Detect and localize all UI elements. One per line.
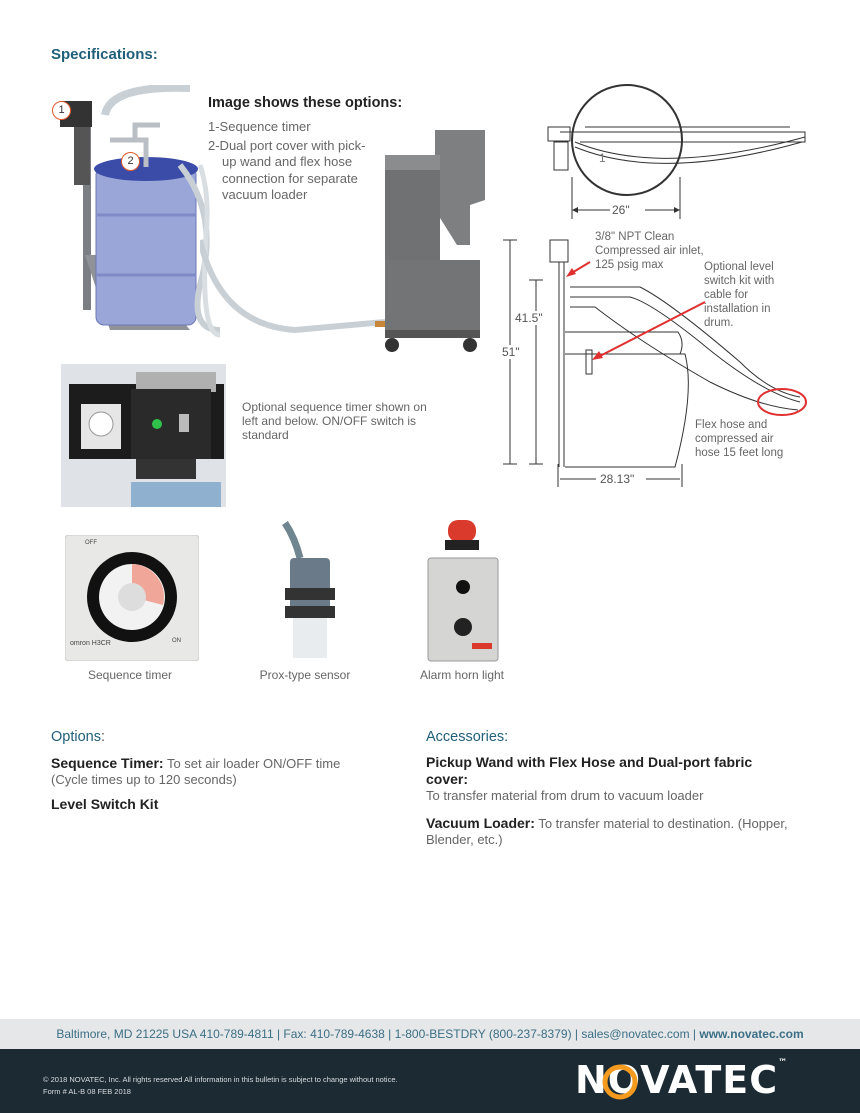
flex-hose-note: Flex hose and compressed air hose 15 fee… <box>695 419 784 459</box>
timer-note: Optional sequence timer shown on left an… <box>242 400 427 442</box>
image-option-1: 1-Sequence timer <box>208 119 311 134</box>
drum-photo <box>60 85 220 338</box>
marker-1: 1 <box>52 101 71 120</box>
options-heading: Options: <box>51 729 106 745</box>
option-sequence-timer: Sequence Timer: To set air loader ON/OFF… <box>51 755 341 787</box>
website-link[interactable]: www.novatec.com <box>699 1027 804 1041</box>
timer-off-label: OFF <box>85 540 97 546</box>
timer-control-box-photo <box>61 364 226 507</box>
image-options-title: Image shows these options: <box>208 95 403 111</box>
accessories-heading: Accessories: <box>426 729 509 745</box>
dim-width-top: 26" <box>612 203 630 217</box>
alarm-horn-light-image <box>427 520 499 662</box>
diagram-marker-1: 1 <box>599 151 606 165</box>
timer-brand: omron H3CR <box>70 640 111 647</box>
caption-prox-sensor: Prox-type sensor <box>259 668 351 682</box>
accessory-vacuum-loader: Vacuum Loader: To transfer material to d… <box>426 815 788 847</box>
accessory-pickup-wand: Pickup Wand with Flex Hose and Dual-port… <box>426 754 753 803</box>
image-option-2: 2-Dual port cover with pick-up wand and … <box>208 137 366 203</box>
footer-dark-band <box>0 1049 860 1113</box>
prox-sensor-image <box>282 521 335 658</box>
image-options-list: 1-Sequence timer 2-Dual port cover with … <box>208 119 378 206</box>
footer-copyright: © 2018 NOVATEC, Inc. All rights reserved… <box>43 1075 398 1096</box>
top-view-diagram <box>547 84 806 219</box>
timer-on-label: ON <box>172 638 181 644</box>
logo-sun-icon <box>602 1064 638 1100</box>
dim-width-bottom: 28.13" <box>600 472 635 486</box>
marker-2: 2 <box>121 152 140 171</box>
sequence-timer-image <box>65 535 199 661</box>
caption-alarm-horn: Alarm horn light <box>419 668 505 682</box>
side-view-diagram <box>503 239 807 487</box>
caption-sequence-timer: Sequence timer <box>87 668 173 682</box>
footer-contact-band <box>0 1019 860 1049</box>
page-title: Specifications: <box>51 46 158 63</box>
flex-hose <box>200 239 386 334</box>
vacuum-loader-illustration <box>375 130 485 352</box>
footer-contact: Baltimore, MD 21225 USA 410-789-4811 | F… <box>56 1027 804 1041</box>
air-inlet-note: 3/8" NPT Clean Compressed air inlet, 125… <box>595 231 704 271</box>
level-switch-note: Optional level switch kit with cable for… <box>704 261 775 329</box>
dim-height-inlet: 41.5" <box>515 311 543 325</box>
dim-height-total: 51" <box>502 345 520 359</box>
option-level-switch: Level Switch Kit <box>51 796 159 812</box>
